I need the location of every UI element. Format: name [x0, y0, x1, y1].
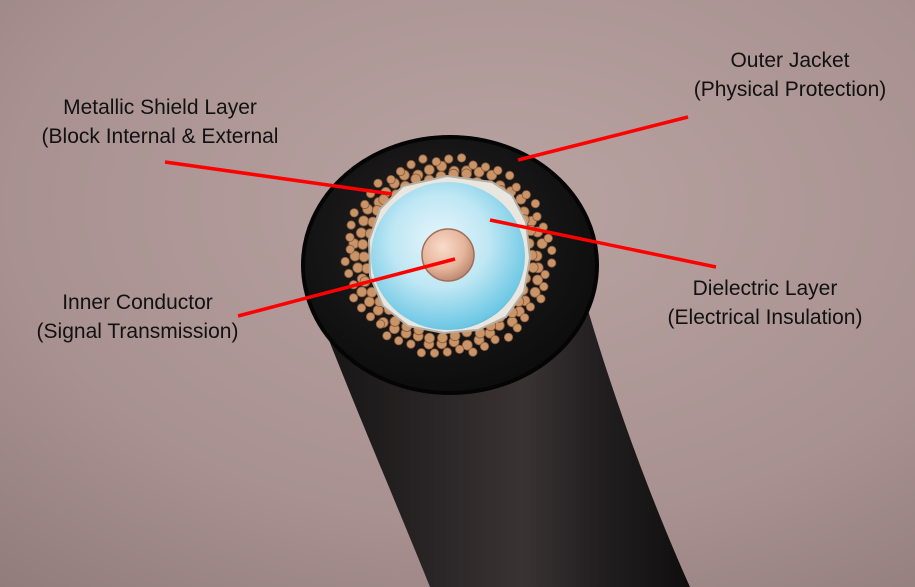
braid-strand [348, 293, 359, 303]
braid-strand [503, 332, 514, 342]
braid-strand [358, 215, 370, 227]
outer-jacket-rim [301, 135, 599, 395]
braid-strand [519, 313, 530, 323]
outer-jacket-title: Outer Jacket [730, 49, 850, 72]
braid-strand [358, 251, 370, 263]
braid-strand [416, 348, 426, 358]
braid-strand [373, 178, 383, 188]
braid-strand [423, 164, 435, 176]
braid-strand [468, 347, 478, 357]
braid-strand [345, 244, 355, 254]
braid-strand [547, 245, 557, 255]
braid-strand [355, 227, 367, 239]
braid-strand [525, 302, 536, 312]
pointer-dielectric [489, 218, 717, 269]
braid-strand [461, 339, 473, 351]
braid-strand [375, 319, 385, 329]
braid-strand [382, 331, 392, 341]
braid-strand [530, 199, 541, 209]
braid-strand [444, 154, 454, 164]
label-metallic-shield: Metallic Shield Layer (Block Internal & … [0, 93, 320, 151]
braid-strand [429, 348, 440, 358]
braid-strand [346, 220, 356, 230]
outer-jacket-subtitle: (Physical Protection) [693, 78, 887, 101]
braid-strand [442, 347, 452, 357]
inner-conductor-subtitle: (Signal Transmission) [36, 320, 239, 343]
braid-strand [386, 175, 396, 185]
pointer-outer-jacket [517, 115, 689, 162]
braid-strand [395, 166, 406, 177]
braid-strand [543, 233, 553, 243]
dielectric-subtitle: (Electrical Insulation) [667, 306, 863, 329]
braid-strand [490, 334, 500, 345]
braid-strand [360, 199, 370, 210]
braid-strand [394, 336, 404, 346]
braid-strand [480, 162, 491, 172]
dielectric-title: Dielectric Layer [692, 277, 838, 300]
braid-strand [540, 269, 550, 280]
inner-conductor-title: Inner Conductor [62, 291, 213, 314]
braid-strand [536, 294, 546, 304]
pointer-inner-conductor [237, 257, 456, 318]
braid-strand [340, 256, 350, 267]
braid-strand [547, 258, 557, 268]
metallic-shield-title: Metallic Shield Layer [63, 96, 257, 119]
braid-strand [406, 160, 416, 170]
braid-strand [468, 160, 478, 170]
braid-strand [532, 274, 543, 286]
braid-strand [529, 286, 541, 298]
braid-strand [493, 165, 503, 176]
braid-strand [406, 339, 416, 349]
braid-strand [539, 281, 549, 292]
braid-strand [356, 303, 367, 313]
braid-strand [511, 182, 521, 192]
label-outer-jacket: Outer Jacket (Physical Protection) [665, 46, 915, 104]
inner-conductor [421, 228, 475, 282]
braid-strand [345, 232, 355, 242]
braid-strand [352, 262, 364, 274]
metallic-shield-subtitle: (Block Internal & External [41, 125, 279, 148]
label-inner-conductor: Inner Conductor (Signal Transmission) [0, 288, 275, 346]
label-dielectric: Dielectric Layer (Electrical Insulation) [640, 274, 890, 332]
metallic-shield-braid [340, 153, 557, 358]
braid-strand [532, 212, 542, 222]
braid-strand [357, 238, 369, 250]
braid-strand [365, 312, 376, 322]
braid-strand [349, 208, 359, 218]
braid-strand [431, 157, 441, 167]
braid-strand [437, 332, 448, 344]
braid-strand [473, 166, 485, 178]
braid-strand [456, 153, 467, 163]
braid-strand [418, 154, 428, 164]
braid-strand [521, 190, 531, 200]
braid-strand [454, 344, 465, 354]
braid-strand [512, 323, 522, 333]
braid-strand [424, 332, 435, 344]
braid-strand [505, 170, 515, 181]
braid-strand [344, 268, 354, 279]
braid-strand [363, 296, 375, 308]
pointer-metallic-shield [164, 160, 393, 196]
braid-strand [356, 286, 368, 298]
braid-strand [536, 238, 548, 250]
braid-strand [479, 341, 490, 351]
